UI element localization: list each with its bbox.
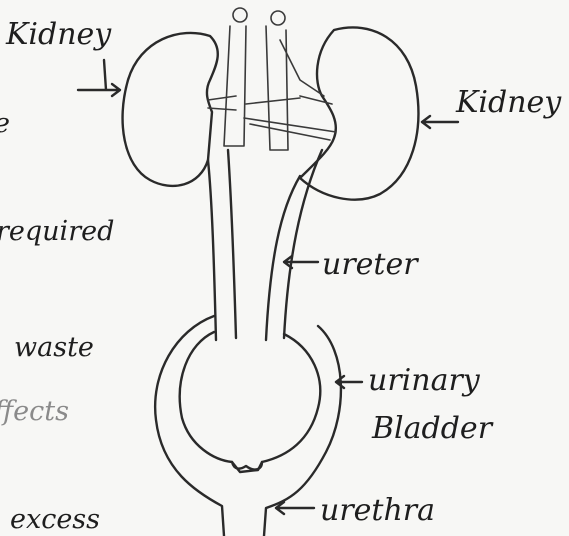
label-bladder: Bladder	[371, 411, 494, 446]
arrow-kidney-left	[78, 60, 120, 96]
label-kidney-right: Kidney	[455, 85, 562, 120]
arrow-ureter	[284, 256, 318, 268]
label-urinary: urinary	[368, 363, 481, 398]
label-urethra: urethra	[320, 493, 435, 528]
arrow-kidney-right	[422, 116, 458, 128]
label-ureter: ureter	[322, 247, 419, 282]
arrow-urethra	[276, 502, 314, 514]
bladder-outer-wall	[155, 316, 341, 536]
arrow-urinary-bladder	[336, 376, 362, 388]
left-kidney	[123, 33, 218, 186]
bladder-inner-lumen	[180, 332, 320, 469]
cropped-text-required: required	[0, 216, 114, 247]
left-vessel-top	[233, 8, 247, 22]
right-kidney	[300, 27, 418, 199]
label-kidney-left: Kidney	[5, 17, 112, 52]
right-ureter	[266, 150, 322, 340]
cropped-text-ffects: ffects	[0, 396, 69, 427]
left-ureter	[208, 150, 236, 340]
renal-vessels	[208, 96, 336, 140]
right-vessel-top	[271, 11, 285, 25]
left-blood-vessel	[224, 26, 246, 146]
cropped-text-e: e	[0, 108, 10, 139]
cropped-text-waste: waste	[14, 332, 94, 363]
cropped-text-excess: excess	[10, 504, 100, 535]
